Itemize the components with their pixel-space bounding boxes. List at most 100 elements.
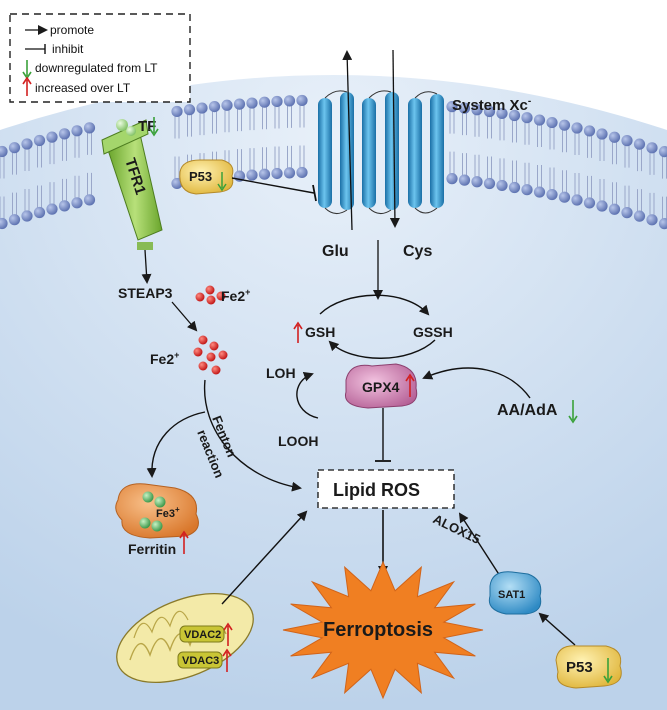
lipid-head [58, 200, 71, 212]
lipid-tail [237, 149, 242, 172]
lipid-head [508, 181, 521, 194]
lipid-tail [212, 111, 217, 134]
legend-inhibit: inhibit [52, 42, 84, 56]
fe2-cluster-upper [195, 285, 226, 305]
sat1-label: SAT1 [498, 589, 525, 601]
lipid-tail [287, 105, 292, 128]
lipid-tail [462, 113, 467, 136]
lipid-tail [624, 185, 630, 208]
looh-to-loh-arrow [296, 372, 319, 419]
lipid-head [0, 145, 8, 158]
ferroptosis-label: Ferroptosis [323, 619, 433, 641]
system-xc-label: System Xc- [452, 96, 531, 114]
lipid-head [71, 197, 83, 209]
glu-export-arrow [342, 50, 353, 231]
sat1-enzyme [488, 571, 542, 615]
aa-ada-to-gpx4-arrow [422, 367, 531, 399]
lipid-tail [0, 196, 5, 219]
lipid-head [633, 210, 646, 222]
lipid-head [246, 169, 258, 181]
lipid-tail [237, 109, 242, 132]
lipid-tail [187, 114, 192, 137]
lipid-head [533, 186, 546, 198]
lipid-head [571, 194, 583, 206]
fe-to-ferritin-arrow [146, 411, 206, 478]
lipid-head [8, 142, 21, 154]
vdac2-label: VDAC2 [184, 629, 221, 641]
p53-bottom-label: P53 [566, 659, 593, 676]
lipid-tail [599, 179, 605, 202]
lipid-tail [174, 156, 180, 179]
gpx4-up-arrow-icon [405, 373, 415, 397]
lipid-tail [524, 122, 530, 145]
lipid-head [196, 102, 208, 114]
p53-down-arrow-icon [217, 172, 227, 192]
lipid-tail [599, 139, 605, 162]
lipid-head [608, 203, 621, 215]
vdac3-label: VDAC3 [182, 655, 219, 667]
lipid-tail [174, 116, 180, 139]
legend-promote: promote [50, 23, 94, 37]
tfr1-to-steap3-arrow [141, 249, 152, 284]
lipid-tail [249, 148, 255, 171]
gsh-up-arrow-icon [293, 321, 303, 343]
lipid-head [83, 122, 96, 134]
lipid-tail [249, 108, 255, 131]
lipid-head [533, 114, 546, 126]
lipid-tail [462, 153, 467, 176]
lipid-head [296, 166, 308, 179]
lipid-tail [299, 145, 305, 168]
lipid-tail [549, 127, 555, 150]
lipid-ros-label: Lipid ROS [333, 480, 420, 500]
legend-box: promote inhibit downregulated from LT in… [9, 13, 191, 103]
lipid-tail [487, 156, 492, 179]
fenton-reaction-arrow [203, 379, 302, 492]
lipid-head [8, 214, 21, 226]
lipid-tail [62, 138, 67, 161]
lipid-head [496, 107, 508, 120]
lipid-head [558, 191, 571, 203]
lipid-tail [474, 154, 480, 177]
tf-ball-2 [126, 126, 136, 136]
lipid-head [58, 128, 71, 140]
lipid-head [483, 177, 496, 190]
lipid-tail [637, 189, 642, 212]
lipid-head [646, 214, 658, 226]
fe2-lower-label: Fe2+ [150, 350, 179, 367]
lipid-tail [474, 114, 480, 137]
lipid-tail [499, 118, 505, 141]
lipid-tail [562, 130, 567, 153]
lipid-head [633, 138, 646, 150]
tf-down-arrow-icon [149, 117, 159, 137]
lipid-head [471, 104, 483, 116]
tf-ball-1 [116, 119, 128, 131]
lipid-tail [262, 147, 267, 170]
steap3-label: STEAP3 [118, 285, 173, 301]
lipid-head [171, 105, 183, 118]
looh-label: LOOH [278, 433, 318, 449]
lipid-tail [24, 149, 30, 172]
glu-label: Glu [322, 243, 349, 260]
lipid-tail [587, 175, 592, 198]
lipid-tail [649, 192, 655, 215]
lipid-head [283, 95, 296, 107]
fe3-ball-1 [142, 491, 154, 503]
lipid-tail [262, 107, 267, 130]
loh-label: LOH [266, 365, 296, 381]
lipid-head [596, 128, 608, 140]
lipid-head [33, 134, 46, 147]
lipid-head [658, 218, 667, 230]
ferritin-protein [115, 483, 199, 539]
fe3-ball-3 [139, 517, 151, 529]
lipid-head [571, 122, 583, 134]
lipid-head [71, 125, 83, 137]
cys-import-arrow [389, 49, 400, 228]
aa-ada-down-arrow-icon [568, 400, 578, 424]
lipid-tail [199, 113, 205, 136]
vdac3-channel [177, 651, 223, 669]
lipid-head [521, 184, 533, 196]
lipid-head [496, 179, 508, 192]
lipid-tail [537, 125, 542, 148]
